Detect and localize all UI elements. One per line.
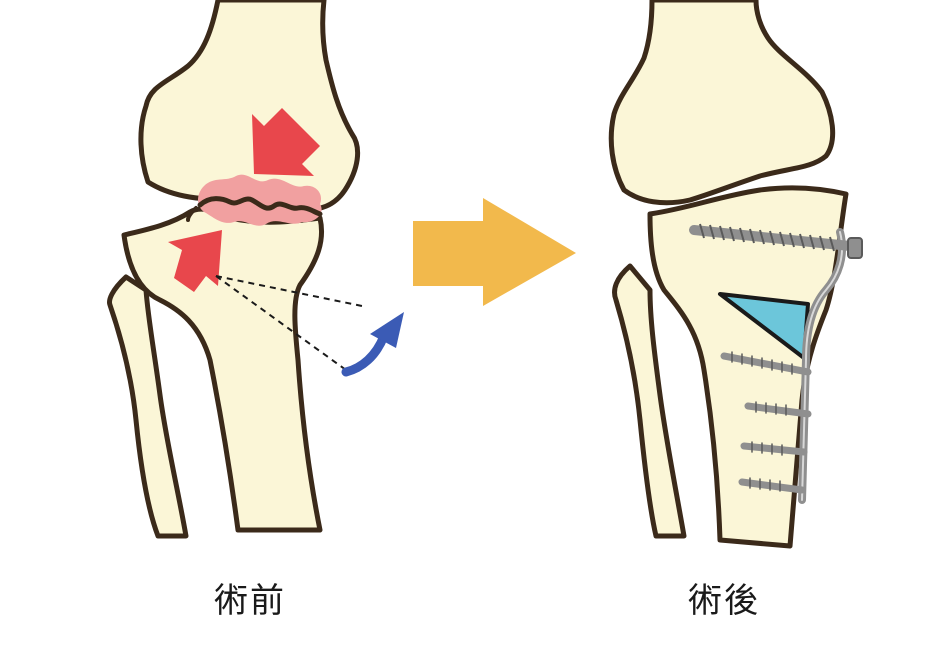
before-illustration <box>107 0 404 539</box>
upper-screw <box>689 223 863 259</box>
inflamed-cartilage <box>198 174 322 226</box>
joint-line <box>197 196 323 217</box>
angle-lines <box>215 275 363 371</box>
before-to-after-arrow <box>413 198 576 306</box>
lower-screws <box>720 351 812 494</box>
correction-arrowhead <box>370 312 404 348</box>
fibula-after <box>612 263 687 539</box>
pressure-arrow-lower <box>168 230 222 292</box>
after-illustration <box>608 0 863 549</box>
before-label: 術前 <box>214 581 286 621</box>
fibula-before <box>107 274 189 539</box>
after-label: 術後 <box>688 581 760 621</box>
correction-arrow <box>341 331 389 377</box>
pressure-arrow-upper <box>252 108 320 176</box>
femur-after <box>608 0 836 206</box>
